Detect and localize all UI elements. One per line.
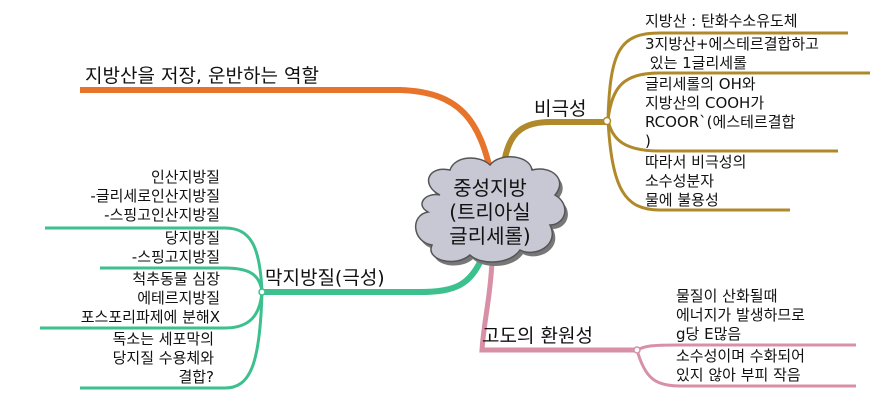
subtopic-nonpolar-2[interactable]: 3지방산+에스테르결합하고 있는 1글리세롤 [645,35,819,72]
topic-role[interactable]: 지방산을 저장, 운반하는 역할 [85,65,319,87]
topic-membrane[interactable]: 막지방질(극성) [265,267,385,289]
subtopic-membrane-2[interactable]: 당지방질 -스핑고지방질 [131,229,220,266]
topic-nonpolar[interactable]: 비극성 [534,98,587,120]
topic-reducing[interactable]: 고도의 환원성 [482,325,593,347]
central-topic-line: (트리아실 [449,200,531,224]
branch-role-line [80,87,495,179]
cloud-shape [414,156,568,266]
central-topic-line: 중성지방 [453,176,527,200]
central-topic[interactable]: 중성지방 (트리아실 글리세롤) [415,176,565,248]
subtopic-nonpolar-4[interactable]: 따라서 비극성의 소수성분자 물에 불용성 [645,153,747,209]
central-topic-line: 글리세롤) [449,224,531,248]
subtopic-nonpolar-1[interactable]: 지방산 : 탄화수소유도체 [645,12,798,30]
branch-membrane-line [262,256,485,295]
subtopic-nonpolar-3[interactable]: 글리세롤의 OH와 지방산의 COOH가 RCOOR`(에스테르결합 ) [645,75,796,150]
subtopic-reducing-2[interactable]: 소수성이며 수화되어 있지 않아 부피 작음 [676,347,805,384]
subtopic-membrane-1[interactable]: 인산지방질 -글리세로인산지방질 -스핑고인산지방질 [90,168,220,224]
subtopic-membrane-3[interactable]: 척추동물 심장 에테르지방질 포스포리파제에 분해X [80,270,220,326]
subtopic-reducing-1[interactable]: 물질이 산화될때 에너지가 발생하므로 g당 E많음 [676,287,805,343]
subtopic-membrane-4[interactable]: 독소는 세포막의 당지질 수용체와 결합? [112,330,214,386]
branch-reducing-line [479,261,636,353]
